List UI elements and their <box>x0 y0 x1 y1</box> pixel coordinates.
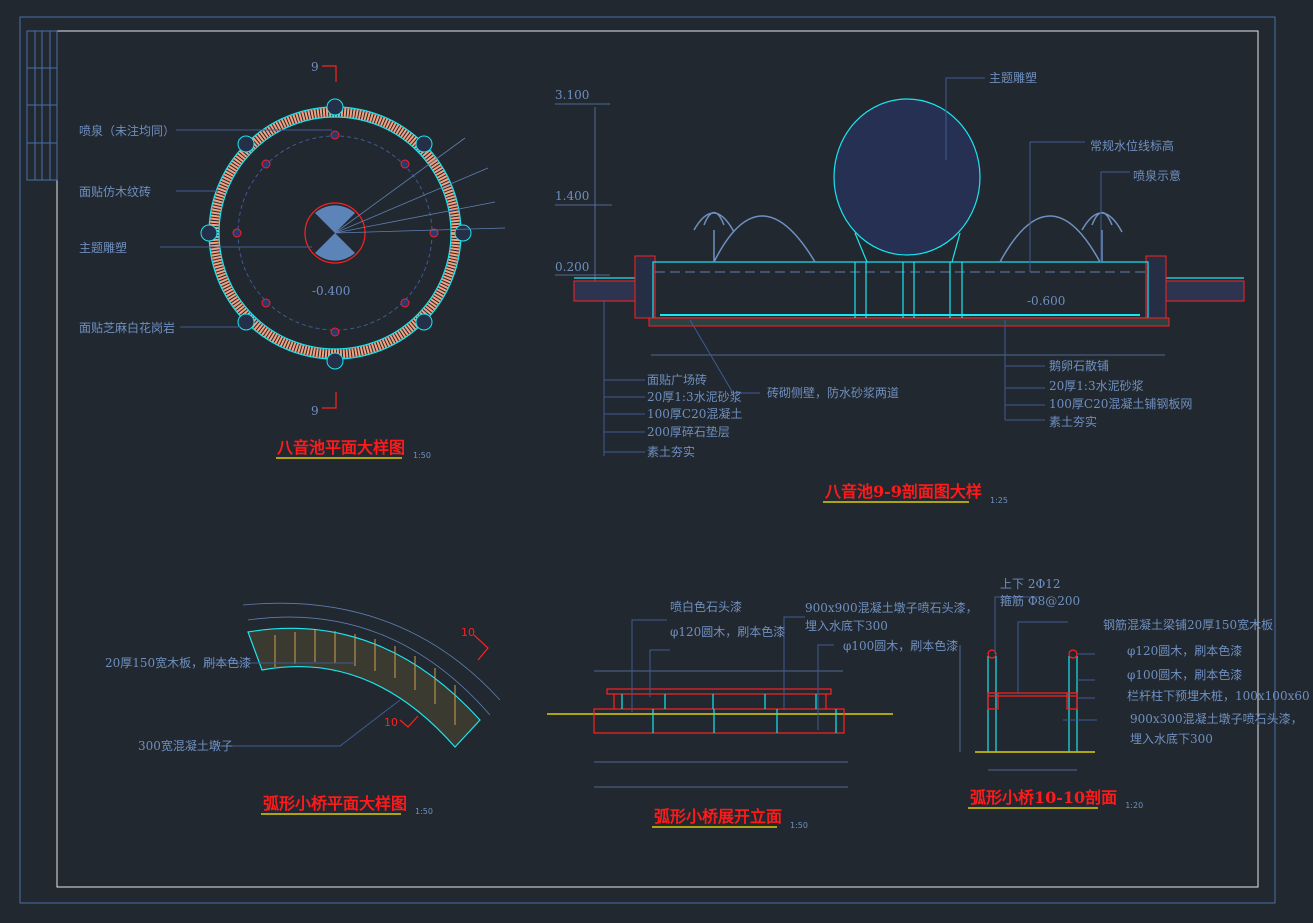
elev-label: φ120圆木，刷本色漆 <box>670 625 785 639</box>
section-mark-bottom: 9 <box>311 404 319 418</box>
elev-3100: 3.100 <box>555 88 589 102</box>
bridge-section-title: 弧形小桥10-10剖面 <box>970 788 1117 807</box>
bridge-elev-title: 弧形小桥展开立面 <box>654 807 782 826</box>
plan-label-sculpture: 主题雕塑 <box>79 240 127 255</box>
layer-label: 素土夯实 <box>647 444 695 459</box>
plan-scale: 1:50 <box>413 451 431 460</box>
elev-minus-0600: -0.600 <box>1027 294 1065 308</box>
bsec-label: 900x300混凝土墩子喷石头漆， <box>1130 711 1303 726</box>
bridge-section-view: 上下 2Φ12 箍筋 Φ8@200 钢筋混凝土梁铺20厚150宽木板 φ120圆… <box>959 577 1310 810</box>
layer-label: 20厚1:3水泥砂浆 <box>1049 378 1144 393</box>
plan-title: 八音池平面大样图 <box>276 438 405 457</box>
bridge-elev-scale: 1:50 <box>790 821 808 830</box>
bridge-label-plank: 20厚150宽木板，刷本色漆 <box>105 655 251 670</box>
layer-label: 100厚C20混凝土铺钢板网 <box>1049 396 1192 411</box>
rebar-main: 上下 2Φ12 <box>1000 577 1061 591</box>
layer-label: 200厚碎石垫层 <box>647 424 730 439</box>
bsec-label: 埋入水底下300 <box>1130 731 1213 746</box>
section-scale: 1:25 <box>990 496 1008 505</box>
bsec-label: φ100圆木，刷本色漆 <box>1127 668 1242 682</box>
bridge-elevation-view: 喷白色石头漆 φ120圆木，刷本色漆 900x900混凝土墩子喷石头漆， 埋入水… <box>547 599 978 830</box>
elev-label: φ100圆木，刷本色漆 <box>843 639 958 653</box>
label-fountain: 喷泉示意 <box>1133 168 1181 183</box>
sculpture-sphere <box>833 98 981 256</box>
bridge-plan-title: 弧形小桥平面大样图 <box>263 794 407 813</box>
elev-label: 埋入水底下300 <box>805 618 888 633</box>
rebar-stirrup: 箍筋 Φ8@200 <box>1000 593 1080 608</box>
title-block <box>26 30 58 181</box>
elev-1400: 1.400 <box>555 189 589 203</box>
plan-label-fountain: 喷泉（未注均同） <box>79 123 175 138</box>
bsec-label: 栏杆柱下预埋木桩，100x100x60 <box>1127 688 1310 703</box>
plan-label-granite: 面贴芝麻白花岗岩 <box>79 320 175 335</box>
bridge-plan-scale: 1:50 <box>415 807 433 816</box>
elev-label: 900x900混凝土墩子喷石头漆， <box>805 600 978 615</box>
layer-label: 鹅卵石散铺 <box>1049 358 1109 373</box>
bridge-section-scale: 1:20 <box>1125 801 1143 810</box>
fountain-plan-view: 喷泉（未注均同） 面贴仿木纹砖 主题雕塑 面贴芝麻白花岗岩 -0.400 9 9… <box>79 60 506 460</box>
layer-label: 面贴广场砖 <box>647 372 707 387</box>
label-water-level: 常规水位线标高 <box>1090 138 1174 153</box>
outer-border <box>19 16 1276 904</box>
bridge-plan-view: 10 10 20厚150宽木板，刷本色漆 300宽混凝土墩子 弧形小桥平面大样图… <box>105 602 501 816</box>
layer-label: 20厚1:3水泥砂浆 <box>647 389 742 404</box>
plan-elevation: -0.400 <box>312 284 350 298</box>
layer-label: 素土夯实 <box>1049 414 1097 429</box>
bsec-label: 钢筋混凝土梁铺20厚150宽木板 <box>1103 617 1273 632</box>
section-mark-top: 9 <box>311 60 319 74</box>
section-title: 八音池9-9剖面图大样 <box>824 482 982 501</box>
bridge-section-mark-bottom: 10 <box>384 716 398 729</box>
elev-label: 喷白色石头漆 <box>670 599 742 614</box>
fountain-section-view: 3.100 1.400 0.200 -0.600 主题雕塑 常规水位线标高 喷泉 <box>555 70 1245 505</box>
fountain-nozzle-icons <box>232 130 439 337</box>
wall-label: 砖砌侧壁，防水砂浆两道 <box>767 385 899 400</box>
plan-label-wood-tile: 面贴仿木纹砖 <box>79 184 151 199</box>
inner-border <box>56 30 1259 888</box>
label-sculpture: 主题雕塑 <box>989 70 1037 85</box>
elev-0200: 0.200 <box>555 260 589 274</box>
bridge-label-pier: 300宽混凝土墩子 <box>138 738 233 753</box>
bridge-section-mark-top: 10 <box>461 626 475 639</box>
fountain-spray-icons <box>693 211 1123 263</box>
bsec-label: φ120圆木，刷本色漆 <box>1127 644 1242 658</box>
layer-label: 100厚C20混凝土 <box>647 406 742 421</box>
